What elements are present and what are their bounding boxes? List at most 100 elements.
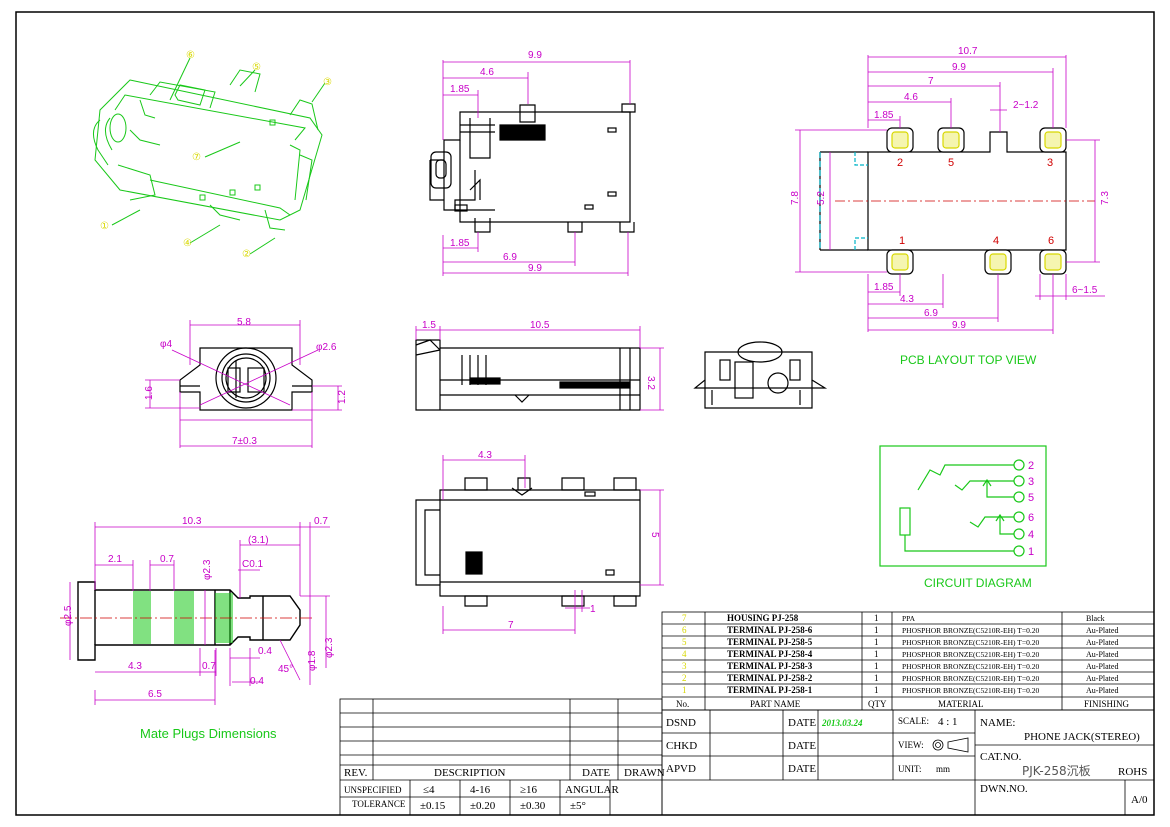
- pcb-dim-bottom-9.9: 9.9: [952, 320, 966, 331]
- bottom-dim-1: 1: [590, 604, 596, 615]
- pcb-dim-4.3: 4.3: [900, 294, 914, 305]
- bom-cell-material: PHOSPHOR BRONZE(C5210R-EH) T=0.20: [902, 626, 1039, 635]
- pcb-dims: [795, 55, 1105, 334]
- callout-1: ①: [100, 221, 109, 232]
- plug-dims: [69, 522, 330, 705]
- pcb-dim-bottom-1.85: 1.85: [874, 282, 894, 293]
- plug-dim-4.3: 4.3: [128, 661, 142, 672]
- plug-dim-2.1: 2.1: [108, 554, 122, 565]
- callout-3: ③: [323, 77, 332, 88]
- bom-cell-qty: 1: [874, 673, 879, 683]
- tol-c1-value: ±0.15: [420, 800, 446, 812]
- bom-cell-qty: 1: [874, 637, 879, 647]
- pcb-dim-7: 7: [928, 76, 934, 87]
- pcb-dim-6.9: 6.9: [924, 308, 938, 319]
- top-dim-bottom-9.9: 9.9: [528, 263, 542, 274]
- circuit-node-5: 5: [1028, 492, 1034, 504]
- title-rohs: ROHS: [1118, 766, 1147, 778]
- plug-dim-3.1: (3.1): [248, 535, 269, 546]
- top-dim-6.9: 6.9: [503, 252, 517, 263]
- pcb-dim-6-1.5: 6~1.5: [1072, 285, 1098, 296]
- bom-header-material: MATERIAL: [938, 699, 984, 709]
- side-view-dims: [415, 326, 664, 411]
- bom-cell-finishing: Au-Plated: [1086, 686, 1118, 695]
- isometric-view: [93, 57, 326, 255]
- circuit-labels: 2 3 5 6 4 1: [1028, 460, 1034, 558]
- title-scale-value: 4 : 1: [938, 716, 958, 728]
- pcb-dim-1.85: 1.85: [874, 110, 894, 121]
- plug-dim-0.7b: 0.7: [160, 554, 174, 565]
- top-view-dims: [442, 60, 631, 276]
- bom-cell-part: TERMINAL PJ-258-5: [727, 637, 813, 647]
- bom-cell-no: 1: [682, 685, 687, 695]
- bom-cell-finishing: Au-Plated: [1086, 662, 1118, 671]
- callout-2: ②: [242, 249, 251, 260]
- top-dim-9.9: 9.9: [528, 50, 542, 61]
- bom-cell-no: 2: [682, 673, 687, 683]
- plug-caption: Mate Plugs Dimensions: [140, 726, 277, 741]
- bom-cell-part: TERMINAL PJ-258-6: [727, 625, 813, 635]
- bom-header-finishing: FINISHING: [1084, 699, 1130, 709]
- side-view: [415, 339, 641, 411]
- rev-date: DATE: [582, 767, 610, 779]
- title-dwn-label: DWN.NO.: [980, 783, 1028, 795]
- bom-header-no: No.: [676, 699, 689, 709]
- plug-dim-45: 45°: [278, 664, 293, 675]
- plug-dim-c0.1: C0.1: [242, 559, 264, 570]
- top-dim-4.6: 4.6: [480, 67, 494, 78]
- bottom-view-dims: [442, 455, 664, 634]
- title-scale-label: SCALE:: [898, 716, 929, 726]
- plug-dim-phi1.8: φ1.8: [307, 650, 318, 671]
- pad-label-3: 3: [1047, 157, 1053, 169]
- front-dim-5.8: 5.8: [237, 317, 251, 328]
- plug-dim-6.5: 6.5: [148, 689, 162, 700]
- side-dim-10.5: 10.5: [530, 320, 550, 331]
- plug-dim-10.3: 10.3: [182, 516, 202, 527]
- front-dim-phi4: φ4: [160, 339, 172, 350]
- pad-label-4: 4: [993, 235, 999, 247]
- bom-header-qty: QTY: [868, 699, 887, 709]
- pcb-layout: [819, 127, 1095, 275]
- callout-4: ④: [183, 238, 192, 249]
- pcb-dim-4.6: 4.6: [904, 92, 918, 103]
- pcb-dim-7.3: 7.3: [1100, 191, 1111, 205]
- bottom-dim-7: 7: [508, 620, 514, 631]
- title-unit-label: UNIT:: [898, 764, 922, 774]
- bom-cell-material: PHOSPHOR BRONZE(C5210R-EH) T=0.20: [902, 674, 1039, 683]
- pcb-caption: PCB LAYOUT TOP VIEW: [900, 353, 1037, 367]
- plug-dim-0.7a: 0.7: [314, 516, 328, 527]
- title-view-label: VIEW:: [898, 740, 924, 750]
- circuit-node-2: 2: [1028, 460, 1034, 472]
- front-dim-1.2: 1.2: [337, 390, 348, 404]
- pad-label-2: 2: [897, 157, 903, 169]
- title-dsnd: DSND: [666, 717, 696, 729]
- tol-unspecified: UNSPECIFIED: [344, 785, 402, 795]
- pcb-dim-10.7: 10.7: [958, 46, 978, 57]
- tol-tolerance: TOLERANCE: [352, 799, 406, 809]
- title-chkd: CHKD: [666, 740, 697, 752]
- bom-header-part: PART NAME: [750, 699, 801, 709]
- bom-cell-material: PHOSPHOR BRONZE(C5210R-EH) T=0.20: [902, 650, 1039, 659]
- bom-cell-no: 7: [682, 613, 687, 623]
- bom-cell-finishing: Au-Plated: [1086, 674, 1118, 683]
- bom-cell-qty: 1: [874, 649, 879, 659]
- callout-6: ⑥: [186, 50, 195, 61]
- tol-c3-head: ≥16: [520, 784, 538, 796]
- bom-cell-part: TERMINAL PJ-258-3: [727, 661, 813, 671]
- plug-dim-phi2.3: φ2.3: [202, 559, 213, 580]
- rev-description: DESCRIPTION: [434, 767, 506, 779]
- pad-label-6: 6: [1048, 235, 1054, 247]
- title-unit-value: mm: [936, 764, 950, 774]
- tol-c1-head: ≤4: [423, 784, 435, 796]
- front-dim-7: 7±0.3: [232, 436, 257, 447]
- bom-cell-part: HOUSING PJ-258: [727, 613, 799, 623]
- title-name-value: PHONE JACK(STEREO): [1024, 731, 1140, 743]
- bom-cell-no: 4: [682, 649, 687, 659]
- bom-cell-qty: 1: [874, 661, 879, 671]
- front-view-dims: [145, 320, 342, 448]
- bottom-dim-4.3: 4.3: [478, 450, 492, 461]
- bom-cell-part: TERMINAL PJ-258-1: [727, 685, 813, 695]
- circuit-caption: CIRCUIT DIAGRAM: [924, 576, 1032, 590]
